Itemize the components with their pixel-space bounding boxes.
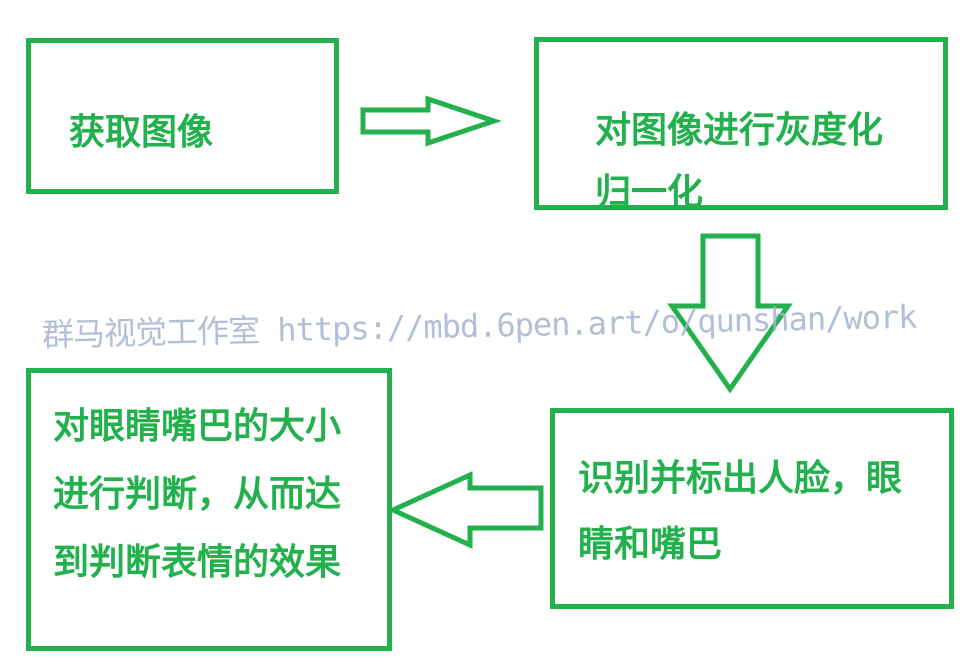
step-label-detect-face: 识别并标出人脸，眼 睛和嘴巴	[578, 458, 903, 565]
step-box-grayscale-normalize: 对图像进行灰度化 归一化	[534, 37, 948, 213]
arrow-left-detect-to-judge	[386, 471, 544, 549]
step-box-judge-size: 对眼睛嘴巴的大小 进行判断，从而达 到判断表情的效果	[26, 368, 392, 651]
step-box-acquire-image: 获取图像	[26, 38, 339, 194]
step-box-detect-face: 识别并标出人脸，眼 睛和嘴巴	[550, 408, 954, 609]
arrow-right-acquire-to-grayscale	[360, 95, 502, 147]
arrow-down-grayscale-to-detect	[667, 233, 793, 394]
step-label-judge-size: 对眼睛嘴巴的大小 进行判断，从而达 到判断表情的效果	[53, 406, 342, 583]
step-label-acquire-image: 获取图像	[69, 112, 214, 153]
step-label-grayscale-normalize: 对图像进行灰度化 归一化	[595, 110, 884, 213]
